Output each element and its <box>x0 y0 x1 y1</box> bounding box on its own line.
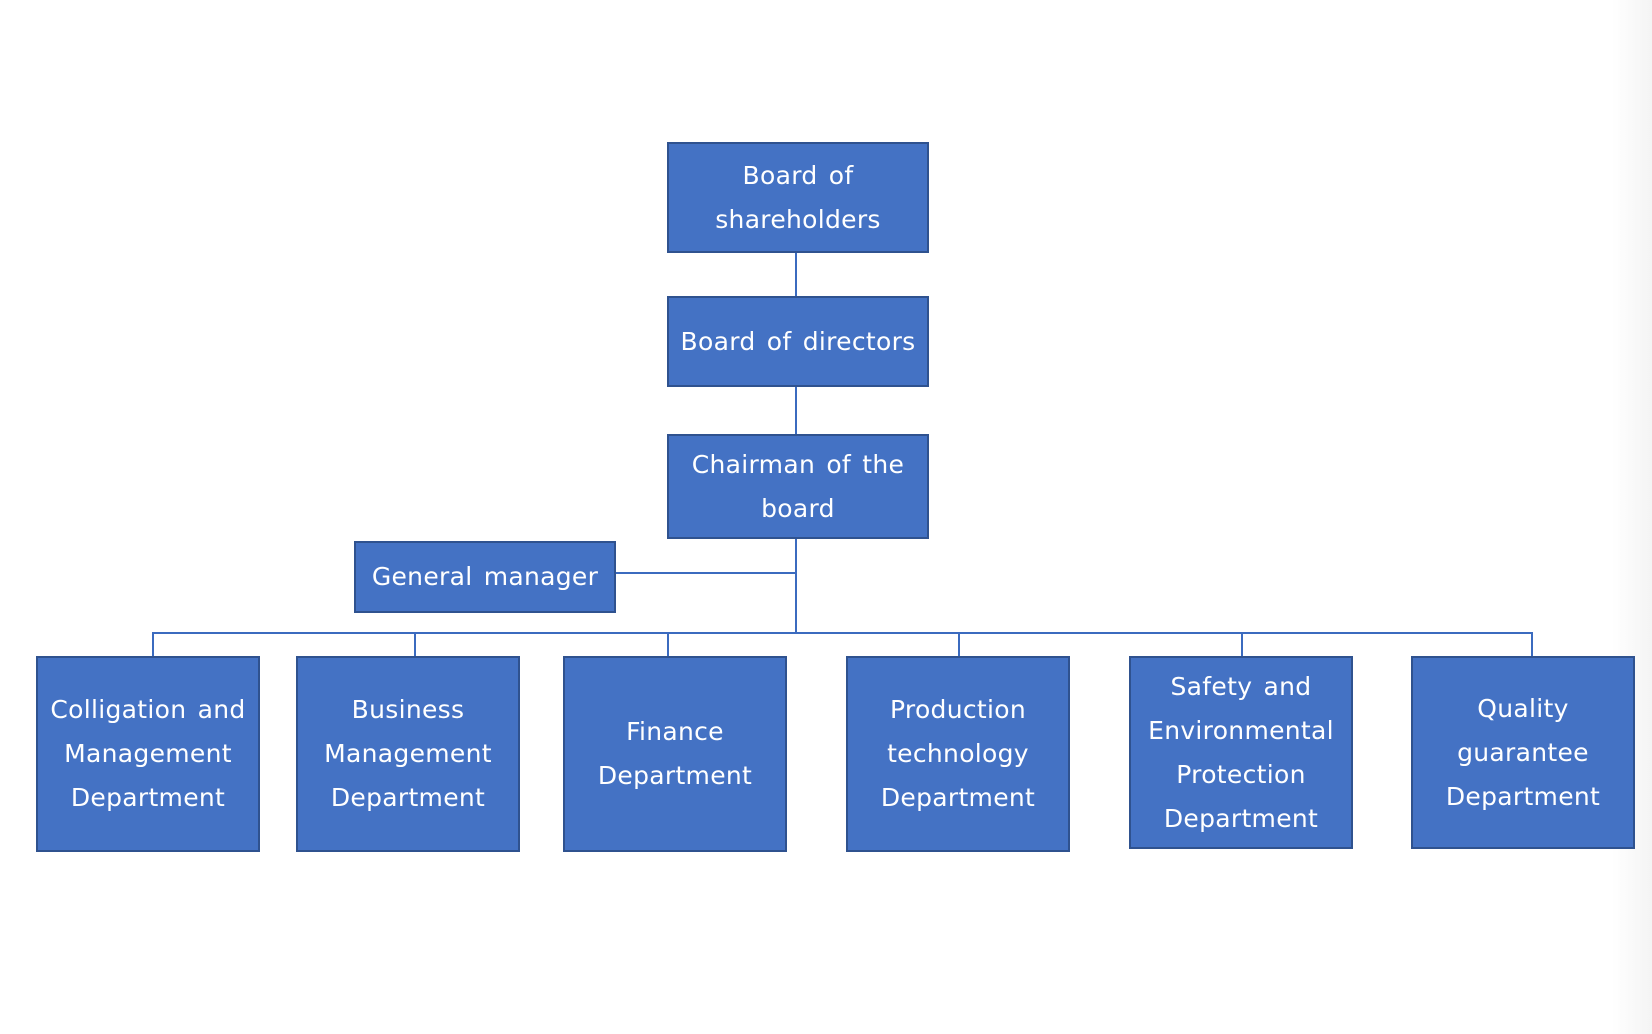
node-label-line: Production <box>889 695 1026 724</box>
connector-general-manager <box>616 572 797 574</box>
node-label-line: Department <box>597 761 753 790</box>
node-label: General manager <box>372 555 598 599</box>
node-label-line: Quality <box>1477 693 1569 723</box>
node-label-line: Safety and <box>1170 671 1312 701</box>
node-label-line: Department <box>1163 803 1319 833</box>
node-label-line: technology <box>887 739 1029 768</box>
node-label-line: Management <box>324 739 492 768</box>
node-label-line: General manager <box>371 562 599 591</box>
node-label-line: Department <box>1445 781 1601 811</box>
node-label: Board of shareholders <box>715 154 881 242</box>
node-label-line: shareholders <box>715 204 881 234</box>
node-label-line: guarantee <box>1457 737 1589 767</box>
connector-drop-dept-5 <box>1241 632 1243 657</box>
node-label: Board of directors <box>681 320 916 364</box>
connector-drop-dept-6 <box>1531 632 1533 657</box>
box-general-manager: General manager <box>354 541 616 613</box>
connector-drop-dept-1 <box>152 632 154 657</box>
node-label-line: Chairman of the <box>691 449 905 479</box>
connector-chairman-trunk <box>795 538 797 634</box>
connector-department-bus <box>152 632 1533 634</box>
node-label-line: Board of <box>742 160 854 190</box>
box-board-of-directors: Board of directors <box>667 296 929 387</box>
box-chairman-of-the-board: Chairman of the board <box>667 434 929 539</box>
connector-drop-dept-3 <box>667 632 669 657</box>
node-label-line: Department <box>70 783 226 812</box>
node-label-line: Management <box>64 739 232 768</box>
node-label-line: Department <box>880 783 1036 812</box>
node-label-line: board <box>761 493 835 523</box>
node-label-line: Board of directors <box>680 326 916 356</box>
node-label-line: Department <box>330 783 486 812</box>
connector-drop-dept-2 <box>414 632 416 657</box>
node-label-line: Colligation and <box>50 695 246 724</box>
node-label-line: Protection <box>1176 759 1306 789</box>
box-board-of-shareholders: Board of shareholders <box>667 142 929 253</box>
node-label-line: Business <box>351 695 465 724</box>
connector-directors-chairman <box>795 387 797 435</box>
node-label-line: Environmental <box>1148 715 1334 745</box>
node-label: Chairman of the board <box>692 443 904 531</box>
node-label-line: Finance <box>626 717 724 746</box>
connector-shareholders-directors <box>795 253 797 297</box>
connector-drop-dept-4 <box>958 632 960 657</box>
page-edge-shadow <box>1612 0 1652 1034</box>
